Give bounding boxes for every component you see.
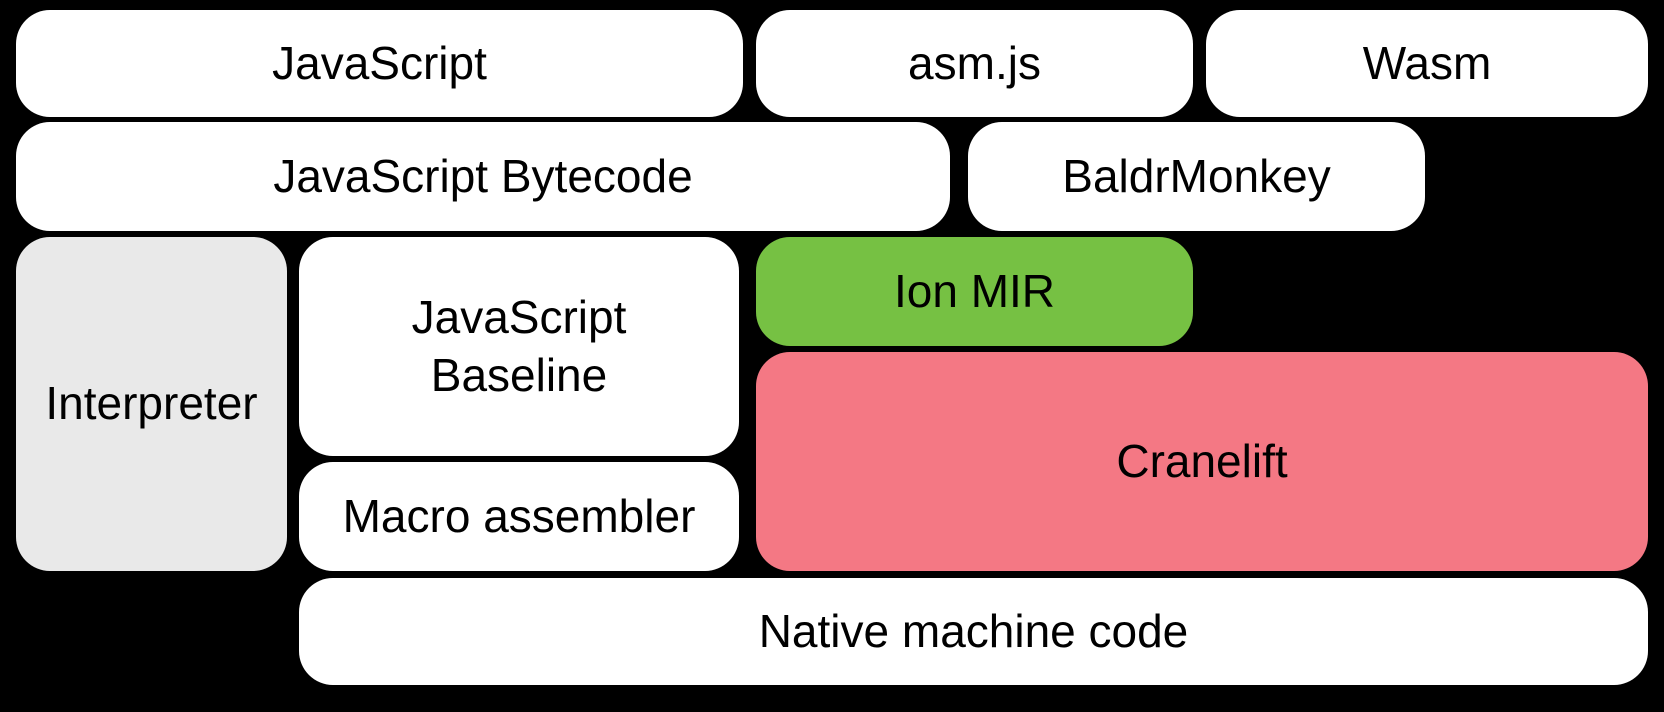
node-cranelift: Cranelift [756, 352, 1648, 571]
node-javascript-baseline: JavaScript Baseline [299, 237, 739, 456]
node-wasm: Wasm [1206, 10, 1648, 117]
node-wasm-label: Wasm [1362, 36, 1492, 89]
node-cranelift-label: Cranelift [1116, 434, 1288, 487]
node-native-machine-code: Native machine code [299, 578, 1648, 685]
node-macro-assembler: Macro assembler [299, 462, 739, 571]
node-baldrmonkey: BaldrMonkey [968, 122, 1425, 231]
node-javascript: JavaScript [16, 10, 743, 117]
node-javascript-baseline-label: JavaScript Baseline [411, 291, 627, 401]
node-interpreter: Interpreter [16, 237, 287, 571]
node-javascript-bytecode-label: JavaScript Bytecode [273, 149, 693, 202]
node-asmjs: asm.js [756, 10, 1193, 117]
node-baldrmonkey-label: BaldrMonkey [1062, 149, 1331, 202]
node-asmjs-label: asm.js [908, 36, 1041, 89]
node-javascript-bytecode: JavaScript Bytecode [16, 122, 950, 231]
node-ion-mir-label: Ion MIR [893, 264, 1056, 317]
node-javascript-label: JavaScript [272, 36, 487, 89]
node-ion-mir: Ion MIR [756, 237, 1193, 346]
node-interpreter-label: Interpreter [45, 377, 258, 430]
node-native-machine-code-label: Native machine code [758, 604, 1189, 657]
node-macro-assembler-label: Macro assembler [342, 489, 696, 542]
